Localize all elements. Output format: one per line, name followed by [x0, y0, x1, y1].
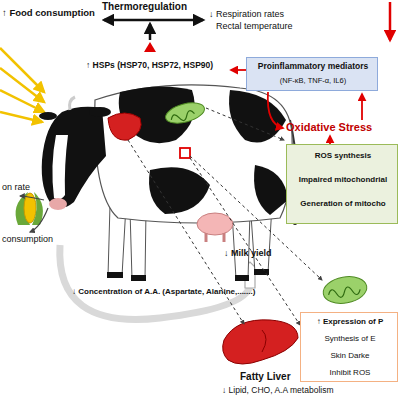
leader-lines-part	[30, 208, 48, 232]
label-text: on rate	[2, 182, 30, 192]
cow-illustration-part	[95, 85, 293, 223]
thermo-arrows-part	[149, 24, 152, 40]
cow-illustration-part	[254, 165, 288, 215]
cow-illustration-part	[42, 107, 106, 208]
label-text: ↓ Respiration rates	[209, 9, 284, 19]
fatty-liver-part	[223, 320, 298, 364]
thermo-arrows-part	[144, 42, 156, 52]
cow-illustration-part	[205, 233, 208, 242]
ros-box: ROS synthesisImpaired mitochondrialGener…	[286, 144, 398, 224]
fatty-liver	[223, 320, 298, 364]
cow-illustration-part	[49, 198, 67, 210]
cow-illustration-part	[197, 213, 233, 235]
cow-illustration-part	[108, 113, 141, 140]
label-text: ↓ Concentration of A.A. (Aspartate, Alan…	[72, 287, 255, 296]
mitochondrion-part	[163, 99, 206, 127]
label-text: Oxidative Stress	[286, 121, 372, 134]
cow-illustration-part	[235, 275, 249, 281]
thermo-arrows-part	[389, 2, 392, 40]
label-text: ↑ Food consumption	[2, 8, 95, 19]
label-text: consumption	[2, 234, 53, 244]
red-arrows-part	[361, 94, 363, 120]
mitochondrion-part	[328, 285, 361, 299]
red-arrows-part	[268, 92, 283, 128]
fatty-liver-part	[262, 330, 266, 352]
mitochondrion-part	[321, 273, 369, 306]
cow-illustration-part	[180, 148, 190, 158]
label-text: Fatty Liver	[240, 371, 291, 383]
node-text: Proinflammatory mediators	[249, 62, 377, 72]
thermo-arrows-part	[104, 19, 203, 22]
label-text: Thermoregulation	[102, 1, 187, 13]
cow-illustration-part	[52, 135, 68, 199]
node-text: ↑ Expression of P	[302, 317, 398, 326]
sun-rays-part	[0, 90, 44, 112]
node-text: Impaired mitochondrial	[289, 175, 397, 184]
mediator-box: Proinflammatory mediators (NF-κB, TNF-α, …	[246, 57, 378, 91]
sun-rays-part	[0, 112, 42, 122]
node-text: Synthesis of E	[302, 334, 398, 343]
leader-lines-part	[206, 108, 284, 140]
leader-lines-part	[128, 140, 244, 324]
sun-rays	[0, 48, 44, 122]
cow-illustration	[39, 85, 299, 281]
cow-illustration-part	[223, 233, 226, 242]
label-text: ↓ Milk yield	[224, 248, 272, 258]
red-arrows-part	[329, 136, 331, 144]
cow-illustration-part	[131, 275, 146, 281]
mitochondrion-part	[170, 110, 195, 124]
leader-lines-part	[190, 158, 300, 325]
expression-box: ↑ Expression of P Synthesis of E Skin Dark…	[300, 312, 398, 382]
cow-illustration-part	[229, 90, 286, 143]
red-arrows-part	[231, 69, 246, 71]
cow-illustration-part	[39, 112, 57, 120]
node-text: Generation of mitocho	[289, 199, 397, 208]
leader-lines	[20, 108, 322, 325]
node-text: ROS synthesis	[289, 151, 397, 160]
label-text: ↑ HSPs (HSP70, HSP72, HSP90)	[86, 61, 213, 71]
sun-rays-part	[0, 68, 44, 102]
node-text: Skin Darke	[302, 351, 398, 360]
node-text: (NF-κB, TNF-α, IL6)	[249, 77, 377, 86]
node-text: Inhibit ROS	[302, 368, 398, 377]
label-text: ↓ Lipid, CHO, A.A metabolism	[222, 386, 334, 396]
cow-illustration-part	[89, 107, 111, 117]
label-text: Rectal temperature	[216, 21, 293, 31]
leader-lines-part	[20, 196, 44, 200]
stress-arc-part	[60, 245, 250, 319]
cow-illustration-part	[70, 97, 75, 110]
cow-illustration-part	[107, 272, 123, 278]
corn-icon-part	[32, 192, 43, 225]
